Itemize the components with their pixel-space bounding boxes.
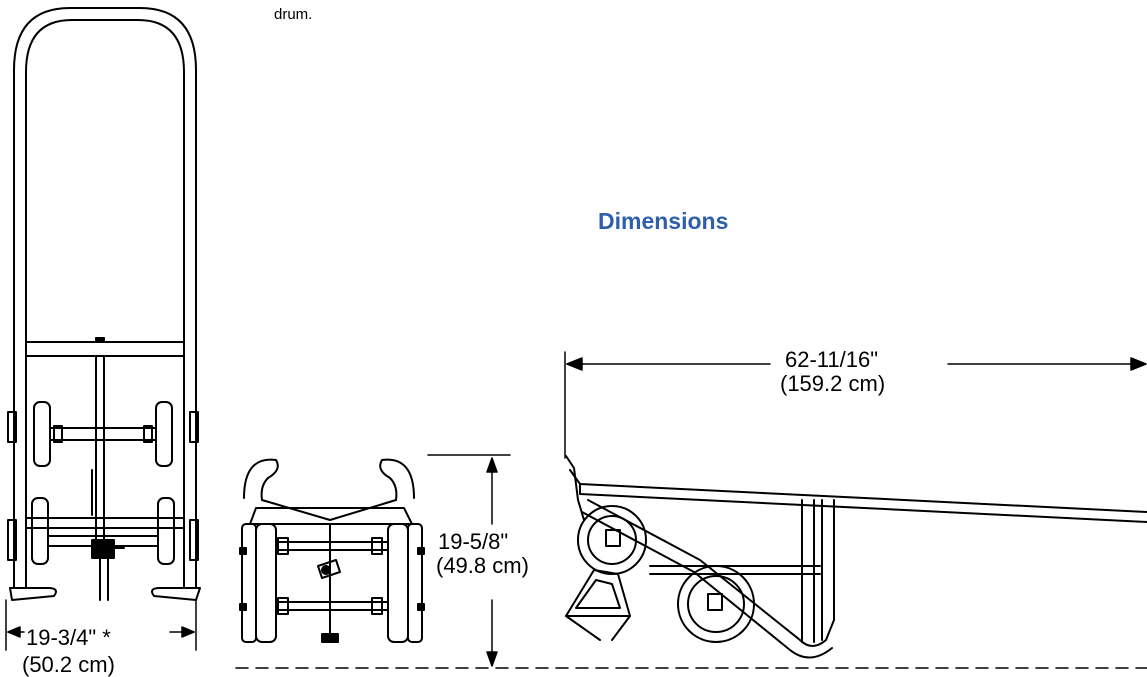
front-view-hand-truck: [7, 7, 201, 601]
length-dimension-arrows: [564, 351, 1147, 459]
caption-fragment: drum.: [274, 6, 313, 23]
height-dimension-arrows: [427, 454, 511, 667]
width-dimension-arrows: [5, 599, 197, 651]
folded-hand-truck: [239, 458, 425, 643]
width-metric-label: (50.2 cm): [22, 652, 115, 677]
platform-truck-side-view: [565, 455, 1147, 659]
height-imperial-label: 19-5/8": [438, 529, 509, 554]
section-heading: Dimensions: [598, 208, 729, 234]
length-imperial-label: 62-11/16": [785, 347, 879, 372]
length-metric-label: (159.2 cm): [780, 371, 886, 396]
height-metric-label: (49.8 cm): [436, 553, 529, 578]
width-imperial-label: 19-3/4" *: [26, 625, 111, 650]
